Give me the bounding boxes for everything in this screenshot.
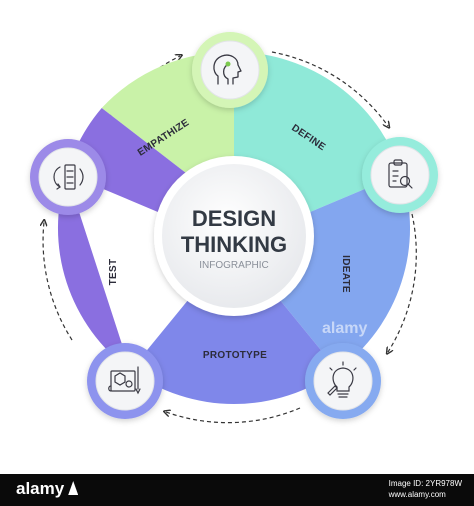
arrow-define-to-ideate — [388, 213, 417, 352]
stage-badges — [30, 32, 438, 419]
segment-prototype — [130, 299, 338, 405]
logo-triangle-icon — [68, 481, 79, 495]
footer-logo-text: alamy — [16, 479, 65, 498]
badge-empathize — [192, 32, 268, 108]
flowchart-cycle-icon — [53, 164, 84, 190]
badge-define — [362, 137, 438, 213]
title-line-1: DESIGN — [192, 206, 276, 231]
segment-define — [234, 52, 402, 214]
label-test: TEST — [108, 259, 119, 286]
label-prototype: PROTOTYPE — [203, 350, 267, 361]
footer-info: Image ID: 2YR978W www.alamy.com — [389, 478, 462, 500]
lightbulb-idea-icon — [327, 361, 357, 398]
clipboard-magnifier-icon — [388, 159, 413, 189]
head-profile-icon — [213, 54, 242, 85]
cycle-arrows — [43, 51, 417, 424]
center-hub: DESIGN THINKING INFOGRAPHIC — [154, 156, 314, 316]
footer-logo: alamy — [16, 479, 79, 499]
arrow-ideate-to-prototype — [166, 407, 301, 424]
watermark-text: alamy — [322, 320, 368, 337]
design-thinking-diagram: EMPATHIZE DEFINE IDEATE PROTOTYPE TEST D… — [30, 32, 438, 424]
badge-test — [30, 139, 106, 215]
footer-bar: alamy Image ID: 2YR978W www.alamy.com — [0, 474, 474, 506]
site-url[interactable]: www.alamy.com — [388, 490, 446, 499]
badge-prototype — [87, 343, 163, 419]
label-ideate: IDEATE — [340, 255, 351, 293]
subtitle: INFOGRAPHIC — [199, 260, 268, 271]
arrow-empathize-to-define — [271, 51, 388, 126]
image-id-label: Image ID: 2YR978W — [388, 479, 462, 488]
arrow-test-to-empathize — [95, 56, 180, 141]
badge-ideate — [305, 343, 381, 419]
blueprint-pencil-icon — [108, 366, 141, 395]
title-line-2: THINKING — [181, 232, 287, 257]
